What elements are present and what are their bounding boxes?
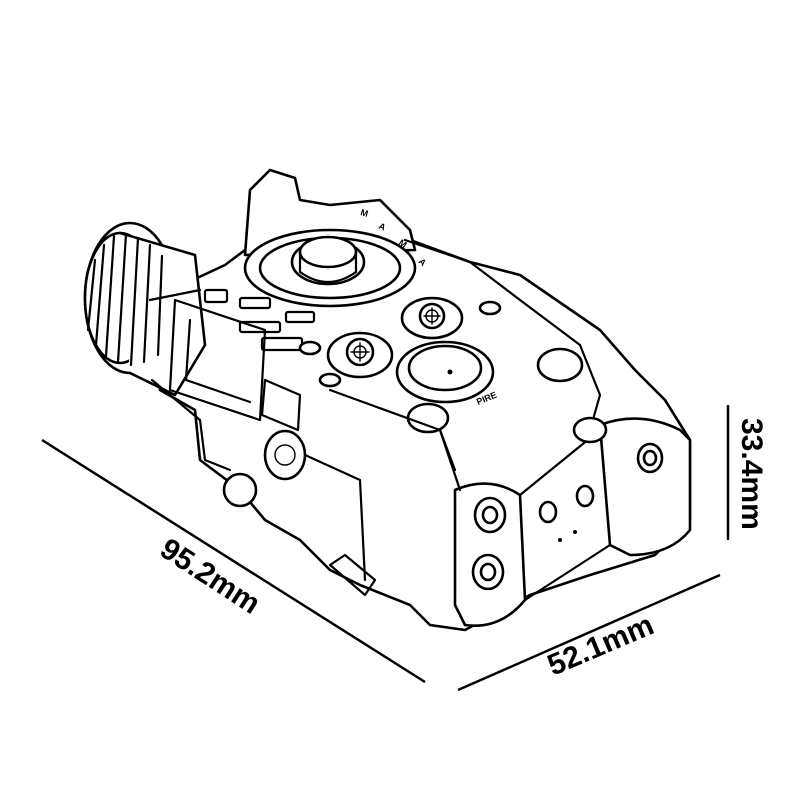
front-emitter-housing	[453, 417, 692, 627]
focus-ring	[83, 221, 207, 422]
svg-text:M: M	[359, 207, 369, 219]
svg-text:A: A	[377, 221, 388, 233]
height-label: 33.4mm	[735, 418, 768, 530]
side-rail-switch	[198, 378, 307, 508]
svg-text:M: M	[397, 237, 409, 249]
dimension-height: 33.4mm	[726, 405, 768, 540]
width-label: 52.1mm	[543, 608, 659, 682]
device-outline: M A M A	[83, 168, 692, 632]
mode-selector-knob: M A M A	[243, 168, 429, 308]
top-panel-controls: PIRE	[203, 288, 584, 434]
